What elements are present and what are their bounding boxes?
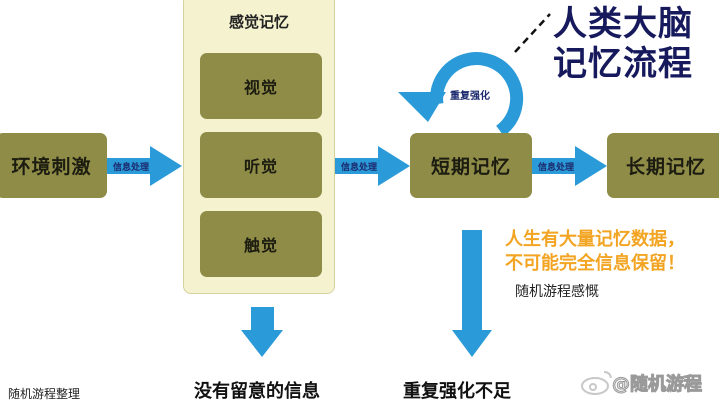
orange-note-line-2: 不可能完全信息保留！ — [505, 253, 685, 274]
sensory-item-hearing: 听觉 — [200, 132, 322, 198]
node-label: 视觉 — [243, 78, 278, 97]
short-term-loss-label: 重复强化不足 — [403, 381, 511, 402]
node-environment-stimulus: 环境刺激 — [0, 133, 107, 198]
diagram-title: 人类大脑 记忆流程 — [553, 4, 693, 84]
orange-note: 人生有大量记忆数据， 不可能完全信息保留！ — [505, 228, 685, 276]
sensory-item-touch: 触觉 — [200, 211, 322, 277]
loop-arrow — [430, 52, 524, 137]
arrow-stimulus-to-sensory — [107, 146, 182, 186]
dashed-connector — [514, 13, 551, 53]
credit-text: 随机游程整理 — [8, 387, 81, 401]
title-line-2: 记忆流程 — [553, 44, 693, 84]
node-label: 环境刺激 — [11, 156, 92, 178]
node-short-term-memory: 短期记忆 — [410, 133, 532, 198]
loop-arrowhead — [398, 92, 446, 122]
sensory-memory-container: 感觉记忆 视觉 听觉 触觉 — [183, 0, 335, 294]
arrow-sensory-to-short — [335, 146, 410, 186]
watermark-text: @随机游程 — [612, 374, 703, 396]
node-label: 长期记忆 — [625, 156, 706, 178]
weibo-logo-icon — [581, 371, 612, 395]
sensory-loss-label: 没有留意的信息 — [194, 381, 320, 402]
title-line-1: 人类大脑 — [553, 4, 693, 44]
arrow-label-process-3: 信息处理 — [538, 163, 575, 173]
arrow-label-process-1: 信息处理 — [113, 163, 150, 173]
loop-label: 重复强化 — [450, 91, 490, 102]
arrow-short-to-long — [532, 146, 607, 186]
sensory-item-vision: 视觉 — [200, 53, 322, 119]
node-label: 短期记忆 — [430, 156, 511, 178]
node-label: 触觉 — [243, 236, 278, 255]
orange-note-line-1: 人生有大量记忆数据， — [505, 229, 685, 250]
arrow-label-process-2: 信息处理 — [341, 163, 378, 173]
arrow-sensory-down — [241, 307, 283, 357]
comment-text: 随机游程感慨 — [515, 284, 599, 300]
node-long-term-memory: 长期记忆 — [607, 133, 719, 198]
sensory-memory-title: 感觉记忆 — [228, 13, 289, 31]
arrow-short-down — [452, 230, 492, 357]
node-label: 听觉 — [243, 157, 278, 176]
